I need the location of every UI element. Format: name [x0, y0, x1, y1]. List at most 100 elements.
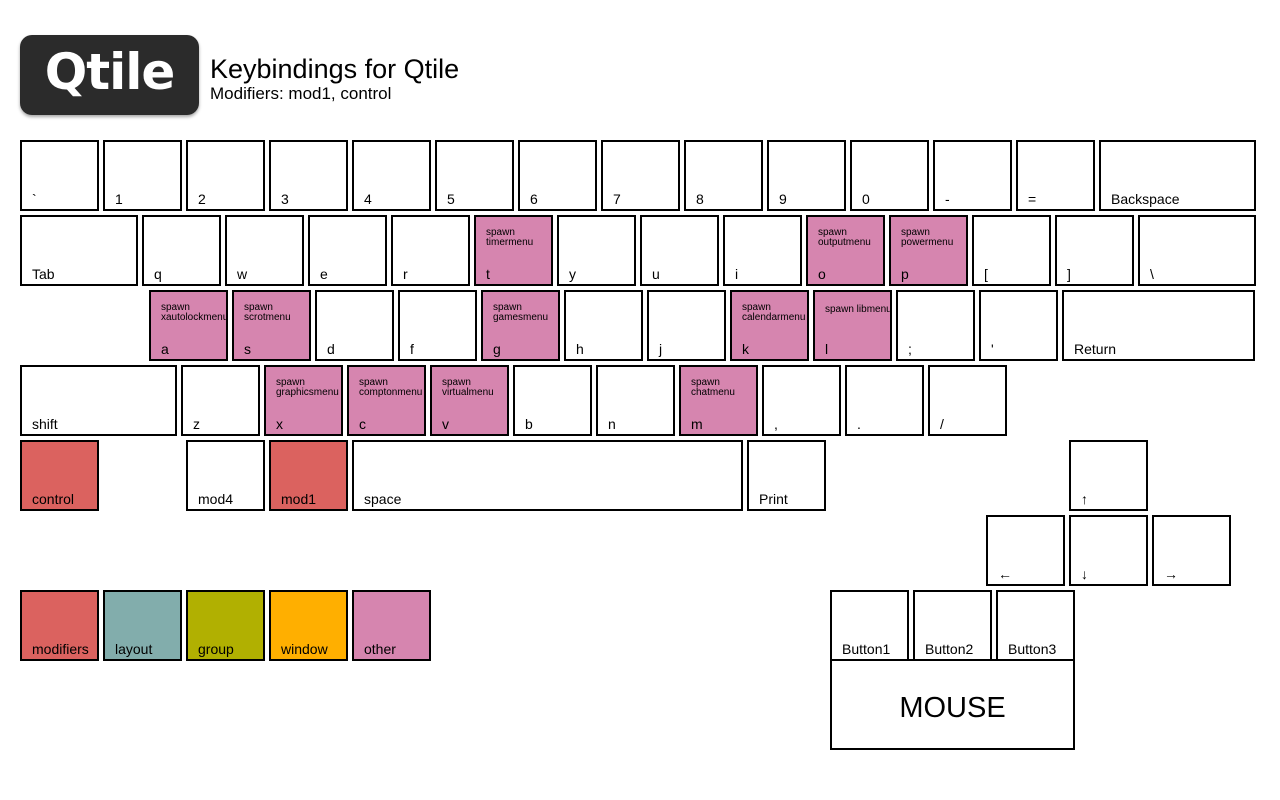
mouse-button-label: Button1 — [842, 641, 891, 657]
key-mod1: mod1 — [269, 440, 348, 511]
key-label: ; — [908, 341, 912, 357]
key-print: Print — [747, 440, 826, 511]
key-label: s — [244, 341, 251, 357]
key-label: 9 — [779, 191, 787, 207]
legend-window: window — [269, 590, 348, 661]
key-action: spawn libmenu — [825, 304, 892, 315]
key-label: k — [742, 341, 749, 357]
legend-modifiers: modifiers — [20, 590, 99, 661]
key-label: u — [652, 266, 660, 282]
key-label: d — [327, 341, 335, 357]
key-y: y — [557, 215, 636, 286]
key-grave: ` — [20, 140, 99, 211]
key-z: z — [181, 365, 260, 436]
key-label: g — [493, 341, 501, 357]
key-label: i — [735, 266, 739, 282]
key-label: c — [359, 416, 366, 432]
key-q: q — [142, 215, 221, 286]
key-n: n — [596, 365, 675, 436]
key-label: l — [825, 341, 829, 357]
key-arrow-up: ↑ — [1069, 440, 1148, 511]
key-label: [ — [984, 266, 988, 282]
key-w: w — [225, 215, 304, 286]
key-mod4: mod4 — [186, 440, 265, 511]
key-control: control — [20, 440, 99, 511]
key-label: h — [576, 341, 584, 357]
key-d: d — [315, 290, 394, 361]
key-arrow-down: ↓ — [1069, 515, 1148, 586]
key-label: \ — [1150, 266, 1154, 282]
key-label: p — [901, 266, 909, 282]
key-label: 2 — [198, 191, 206, 207]
key-label: ↑ — [1081, 491, 1088, 507]
key-7: 7 — [601, 140, 680, 211]
key-label: - — [945, 191, 950, 207]
key-return: Return — [1062, 290, 1255, 361]
key-space: space — [352, 440, 743, 511]
key-label: y — [569, 266, 576, 282]
mouse-button1: Button1 — [830, 590, 909, 661]
key-u: u — [640, 215, 719, 286]
key-2: 2 — [186, 140, 265, 211]
key-label: f — [410, 341, 414, 357]
key-label: 4 — [364, 191, 372, 207]
key-6: 6 — [518, 140, 597, 211]
key-shift: shift — [20, 365, 177, 436]
key-label: . — [857, 416, 861, 432]
key-label: z — [193, 416, 200, 432]
key-4: 4 — [352, 140, 431, 211]
mouse-button3: Button3 — [996, 590, 1075, 661]
legend-other: other — [352, 590, 431, 661]
key-label: 6 — [530, 191, 538, 207]
key-lbracket: [ — [972, 215, 1051, 286]
page-subtitle: Modifiers: mod1, control — [210, 84, 392, 103]
key-label: b — [525, 416, 533, 432]
key-label: Print — [759, 491, 788, 507]
key-label: mod1 — [281, 491, 317, 507]
key-label: shift — [32, 416, 58, 432]
key-slash: / — [928, 365, 1007, 436]
key-label: w — [237, 266, 248, 282]
key-period: . — [845, 365, 924, 436]
key-f: f — [398, 290, 477, 361]
key-equal: = — [1016, 140, 1095, 211]
key-semicolon: ; — [896, 290, 975, 361]
key-8: 8 — [684, 140, 763, 211]
legend-label: group — [198, 641, 234, 657]
key-0: 0 — [850, 140, 929, 211]
key-label: j — [659, 341, 663, 357]
key-label: Tab — [32, 266, 55, 282]
key-label: t — [486, 266, 490, 282]
key-label: Backspace — [1111, 191, 1180, 207]
key-label: 1 — [115, 191, 123, 207]
mouse-body: MOUSE — [830, 659, 1075, 750]
key-5: 5 — [435, 140, 514, 211]
legend-label: other — [364, 641, 396, 657]
logo-text: Qtile — [44, 43, 176, 101]
key-label: o — [818, 266, 826, 282]
key-label: x — [276, 416, 283, 432]
qtile-logo: Qtile — [20, 35, 199, 115]
key-label: ↓ — [1081, 566, 1088, 582]
mouse-label: MOUSE — [899, 692, 1006, 724]
legend-label: window — [281, 641, 328, 657]
mouse-button-label: Button3 — [1008, 641, 1057, 657]
key-tab: Tab — [20, 215, 138, 286]
key-label: e — [320, 266, 328, 282]
key-apostrophe: ' — [979, 290, 1058, 361]
